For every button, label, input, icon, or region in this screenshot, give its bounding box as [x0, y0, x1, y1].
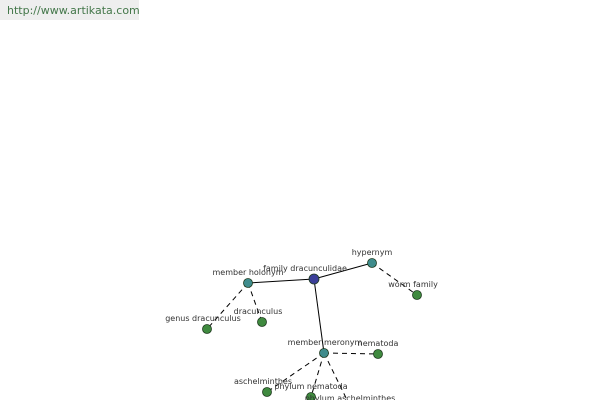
edge-center-meronym: [313, 278, 325, 354]
node-aschelminthes[interactable]: [262, 387, 272, 397]
node-center[interactable]: [308, 273, 320, 285]
edge-meronym-nematoda: [323, 352, 379, 355]
edge-center-hypernym: [313, 262, 373, 280]
node-label-phylum-nematoda[interactable]: phylum nematoda: [274, 382, 347, 391]
node-hypernym[interactable]: [367, 258, 377, 268]
node-label-hypernym[interactable]: hypernym: [352, 248, 393, 257]
site-url[interactable]: http://www.artikata.com: [0, 0, 139, 20]
edges-layer: [206, 262, 418, 400]
node-label-nematoda[interactable]: nematoda: [358, 339, 399, 348]
node-dracunculus[interactable]: [257, 317, 267, 327]
edge-meronym-aschelminthes: [266, 352, 325, 393]
edge-hypernym-worm: [371, 262, 418, 296]
node-label-center[interactable]: family dracunculidae: [263, 264, 347, 273]
node-label-worm[interactable]: worm family: [388, 280, 438, 289]
edge-meronym-phylum-aschelminthes: [323, 352, 348, 400]
node-label-holonym[interactable]: member holonym: [212, 268, 283, 277]
node-phylum-nematoda[interactable]: [306, 392, 316, 400]
node-label-aschelminthes[interactable]: aschelminthes: [234, 377, 292, 386]
edge-holonym-dracunculus: [247, 282, 263, 323]
node-label-meronym[interactable]: member meronym: [288, 338, 363, 347]
node-genus[interactable]: [202, 324, 212, 334]
node-label-genus[interactable]: genus dracunculus: [165, 314, 241, 323]
edge-center-holonym: [247, 278, 315, 284]
node-label-phylum-aschelminthes[interactable]: phylum aschelminthes: [305, 394, 396, 400]
nodes-layer: [202, 258, 422, 400]
node-nematoda[interactable]: [373, 349, 383, 359]
edge-holonym-genus: [206, 282, 249, 330]
node-meronym[interactable]: [319, 348, 329, 358]
node-holonym[interactable]: [243, 278, 253, 288]
node-label-dracunculus[interactable]: dracunculus: [234, 307, 283, 316]
edge-meronym-phylum-nematoda: [310, 352, 325, 398]
node-worm[interactable]: [412, 290, 422, 300]
labels-layer: family dracunculidae hypernym member holon…: [165, 248, 438, 400]
